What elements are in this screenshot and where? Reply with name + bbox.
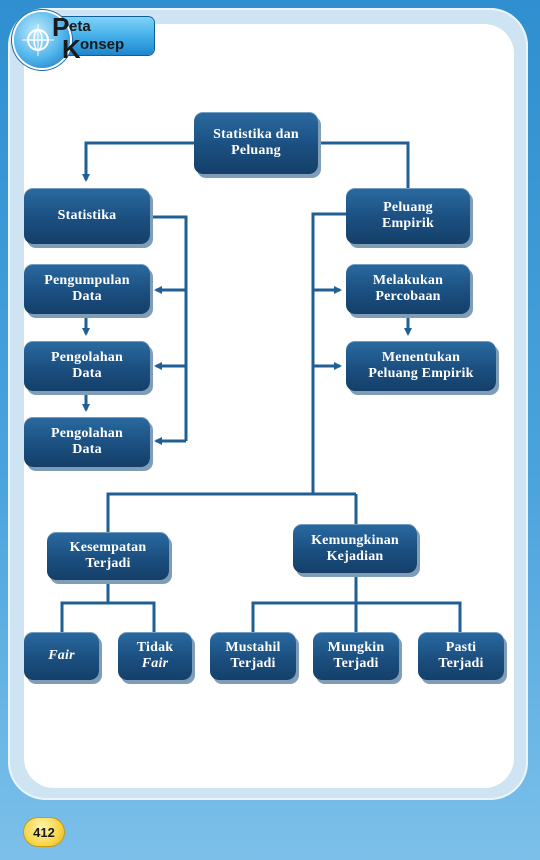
badge-text-onsep: onsep [80, 36, 125, 53]
badge-initial-p: P [52, 12, 70, 42]
node-label: Pasti Terjadi [438, 640, 484, 671]
node-kesempatan-terjadi: Kesempatan Terjadi [47, 532, 169, 580]
node-mustahil-terjadi: Mustahil Terjadi [210, 632, 296, 680]
node-label: Statistika [57, 208, 117, 223]
node-menentukan-peluang-empirik: Menentukan Peluang Empirik [346, 341, 496, 391]
node-peluang-empirik: Peluang Empirik [346, 188, 470, 244]
node-label: Kesempatan Terjadi [69, 540, 147, 571]
page-number: 412 [24, 818, 64, 846]
peta-konsep-badge: P eta K onsep [14, 12, 154, 72]
node-label-fair: Fair [141, 656, 169, 671]
compass-globe-icon [14, 12, 70, 68]
node-tidak-fair: Tidak Fair [118, 632, 192, 680]
node-label: Statistika dan Peluang [213, 127, 299, 158]
connector-root-statistika [82, 141, 194, 182]
node-statistika: Statistika [24, 188, 150, 244]
node-pengolahan-data-2: Pengolahan Data [24, 417, 150, 467]
node-label-tidak: Tidak [136, 640, 174, 655]
node-melakukan-percobaan: Melakukan Percobaan [346, 264, 470, 314]
node-pengumpulan-data: Pengumpulan Data [24, 264, 150, 314]
node-mungkin-terjadi: Mungkin Terjadi [313, 632, 399, 680]
node-pengolahan-data-1: Pengolahan Data [24, 341, 150, 391]
node-label: Mustahil Terjadi [225, 640, 281, 671]
connector-kesempatan-children [60, 580, 110, 632]
connector-kesempatan-right [108, 601, 156, 632]
node-label: Pengolahan Data [50, 350, 123, 381]
node-label: Kemungkinan Kejadian [311, 532, 399, 564]
node-label: Menentukan Peluang Empirik [368, 350, 474, 381]
connector-peluang-bracket [311, 212, 346, 494]
node-label: Melakukan Percobaan [372, 273, 444, 304]
connector-kemungkinan-bar [251, 601, 462, 632]
node-label: Peluang Empirik [382, 200, 434, 231]
node-label: Mungkin Terjadi [327, 640, 385, 671]
node-pasti-terjadi: Pasti Terjadi [418, 632, 504, 680]
node-fair: Fair [24, 632, 99, 680]
connector-statistika-bracket [150, 215, 188, 441]
connector-split [106, 492, 313, 532]
node-label: Fair [48, 648, 75, 663]
node-label: Pengumpulan Data [44, 273, 130, 304]
node-kemungkinan-kejadian: Kemungkinan Kejadian [293, 524, 417, 573]
node-label: Pengolahan Data [50, 426, 123, 457]
badge-initial-k: K [62, 34, 81, 64]
node-statistika-dan-peluang: Statistika dan Peluang [194, 112, 318, 174]
badge-text-eta: eta [69, 18, 91, 35]
connector-root-peluang [318, 141, 410, 188]
